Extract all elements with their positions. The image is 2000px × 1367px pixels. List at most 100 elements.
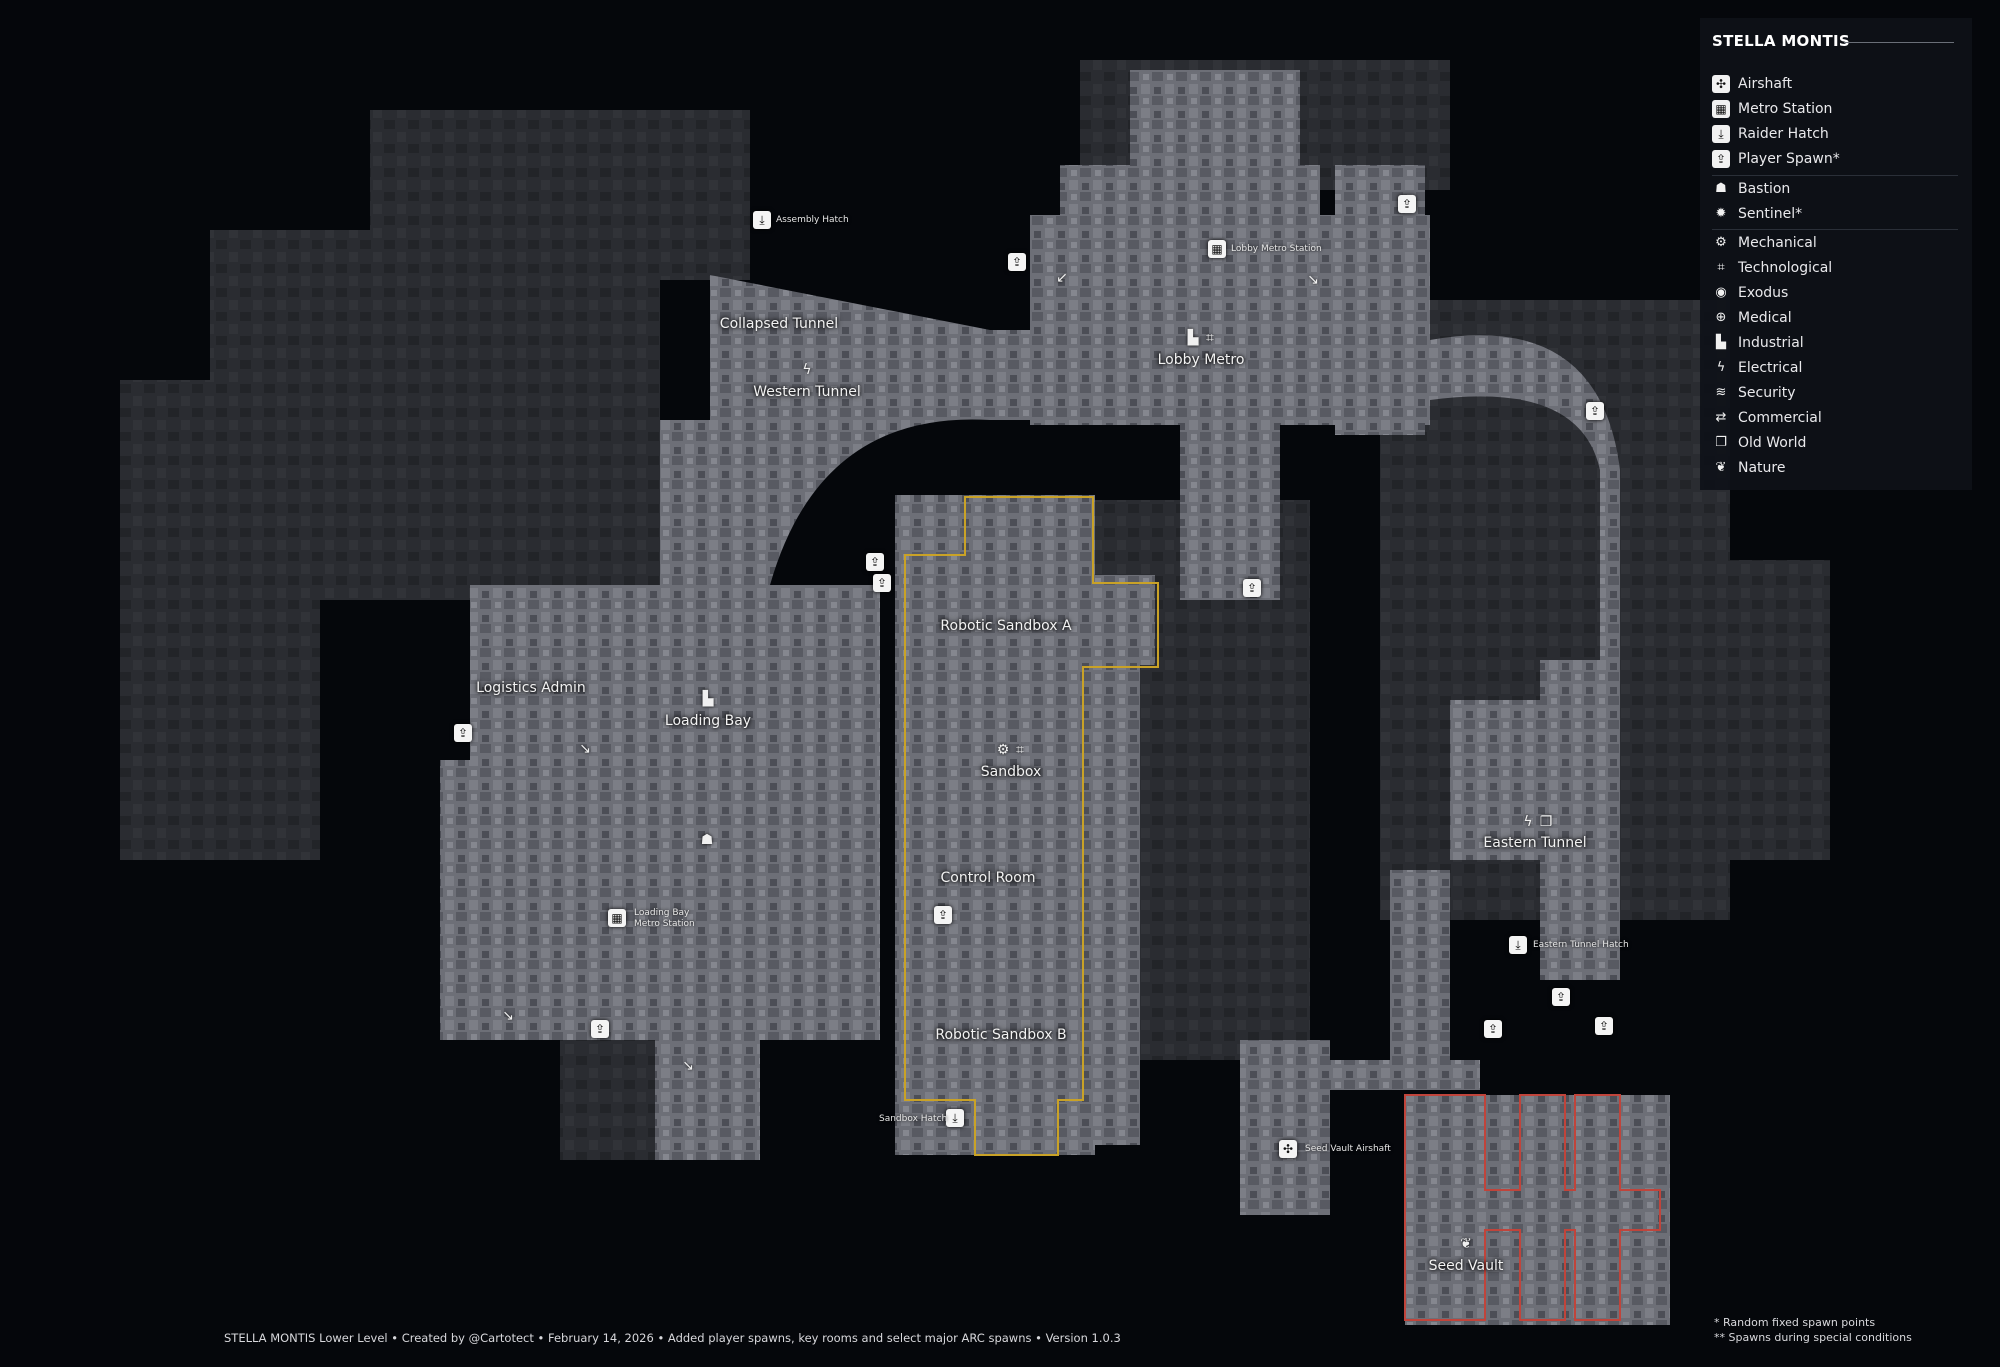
metro-station-icon[interactable]: ▦ bbox=[1208, 240, 1226, 258]
bastion-icon[interactable]: ☗ bbox=[700, 832, 714, 848]
old-world-icon: ❐ bbox=[1715, 435, 1727, 450]
legend-label: Sentinel* bbox=[1738, 206, 1803, 222]
player-spawn-icon: ⇪ bbox=[1712, 150, 1730, 168]
area-label-control-room: Control Room bbox=[940, 870, 1036, 886]
electrical-icon[interactable]: ϟ bbox=[1523, 814, 1533, 830]
exodus-icon: ◉ bbox=[1715, 285, 1727, 300]
legend-item-nature[interactable]: ❦ Nature bbox=[1712, 457, 1786, 479]
mechanical-icon: ⚙ bbox=[1715, 235, 1727, 250]
airshaft-icon[interactable]: ✣ bbox=[1279, 1140, 1297, 1158]
area-label-lobby-metro: Lobby Metro bbox=[1157, 352, 1245, 368]
note-special-spawns: ** Spawns during special conditions bbox=[1714, 1331, 1912, 1344]
industrial-icon: ▙ bbox=[1716, 335, 1726, 350]
player-spawn-icon[interactable]: ⇪ bbox=[1595, 1017, 1613, 1035]
industrial-icon[interactable]: ▙ bbox=[1187, 330, 1199, 346]
legend-divider bbox=[1844, 42, 1954, 43]
area-label-seed-vault: Seed Vault bbox=[1428, 1258, 1504, 1274]
old-world-icon[interactable]: ❐ bbox=[1539, 814, 1553, 830]
sandbox-hatch-label: Sandbox Hatch bbox=[879, 1114, 948, 1124]
legend-label: Technological bbox=[1738, 260, 1833, 276]
area-label-logistics-admin: Logistics Admin bbox=[476, 680, 586, 696]
player-spawn-icon[interactable]: ⇪ bbox=[591, 1020, 609, 1038]
player-spawn-icon[interactable]: ⇪ bbox=[934, 906, 952, 924]
bastion-icon: ☗ bbox=[1715, 181, 1727, 196]
technological-icon: ⌗ bbox=[1717, 260, 1725, 275]
player-spawn-icon[interactable]: ⇪ bbox=[1552, 988, 1570, 1006]
legend-separator bbox=[1712, 175, 1958, 176]
player-spawn-icon[interactable]: ⇪ bbox=[1243, 579, 1261, 597]
loading-bay-metro-label-line2: Metro Station bbox=[634, 919, 695, 929]
legend-item-sentinel[interactable]: ✹ Sentinel* bbox=[1712, 203, 1803, 225]
arrow-icon: ↙ bbox=[1056, 270, 1068, 286]
assembly-hatch-label: Assembly Hatch bbox=[776, 215, 849, 225]
area-label-sandbox: Sandbox bbox=[980, 764, 1042, 780]
legend-label: Medical bbox=[1738, 310, 1792, 326]
arrow-icon: ↘ bbox=[579, 741, 591, 757]
electrical-icon[interactable]: ϟ bbox=[802, 362, 812, 378]
player-spawn-icon[interactable]: ⇪ bbox=[1008, 253, 1026, 271]
map-structures bbox=[440, 70, 1670, 1325]
eastern-tunnel-hatch-label: Eastern Tunnel Hatch bbox=[1533, 940, 1629, 950]
legend-item-mechanical[interactable]: ⚙Mechanical bbox=[1712, 232, 1817, 254]
legend-label: Commercial bbox=[1738, 410, 1822, 426]
nature-icon: ❦ bbox=[1715, 460, 1727, 475]
left-shadow bbox=[0, 0, 120, 1367]
legend-item-exodus[interactable]: ◉ Exodus bbox=[1712, 282, 1788, 304]
raider-hatch-icon[interactable]: ⤓ bbox=[1509, 936, 1527, 954]
area-label-collapsed-tunnel: Collapsed Tunnel bbox=[719, 316, 839, 332]
technological-icon[interactable]: ⌗ bbox=[1016, 742, 1024, 758]
legend-item-metro-station[interactable]: ▦Metro Station bbox=[1712, 98, 1832, 120]
legend-item-player-spawn[interactable]: ⇪ Player Spawn* bbox=[1712, 148, 1840, 170]
player-spawn-icon[interactable]: ⇪ bbox=[866, 553, 884, 571]
legend-item-old-world[interactable]: ❐Old World bbox=[1712, 432, 1806, 454]
legend-label: Security bbox=[1738, 385, 1796, 401]
industrial-icon[interactable]: ▙ bbox=[702, 691, 714, 707]
player-spawn-icon[interactable]: ⇪ bbox=[1586, 402, 1604, 420]
raider-hatch-icon[interactable]: ⤓ bbox=[946, 1109, 964, 1127]
legend-label: Nature bbox=[1738, 460, 1786, 476]
legend-item-airshaft[interactable]: ✣ Airshaft bbox=[1712, 73, 1792, 95]
legend-label: Exodus bbox=[1738, 285, 1789, 301]
raider-hatch-icon[interactable]: ⤓ bbox=[753, 211, 771, 229]
commercial-icon: ⇄ bbox=[1715, 410, 1727, 425]
nature-icon[interactable]: ❦ bbox=[1460, 1236, 1472, 1252]
player-spawn-icon[interactable]: ⇪ bbox=[1398, 195, 1416, 213]
legend-label: Electrical bbox=[1738, 360, 1803, 376]
legend-item-commercial[interactable]: ⇄ Commercial bbox=[1712, 407, 1822, 429]
legend-item-electrical[interactable]: ϟ Electrical bbox=[1712, 357, 1803, 379]
legend-title: STELLA MONTIS bbox=[1712, 32, 1850, 50]
lobby-metro-station-label: Lobby Metro Station bbox=[1231, 244, 1322, 254]
note-random-spawns: * Random fixed spawn points bbox=[1714, 1316, 1876, 1329]
metro-station-icon[interactable]: ▦ bbox=[608, 909, 626, 927]
area-label-robotic-sandbox-b: Robotic Sandbox B bbox=[935, 1027, 1067, 1043]
airshaft-icon: ✣ bbox=[1712, 75, 1730, 93]
area-label-loading-bay: Loading Bay bbox=[664, 713, 752, 729]
legend-item-security[interactable]: ≋ Security bbox=[1712, 382, 1796, 404]
legend-item-bastion[interactable]: ☗Bastion bbox=[1712, 178, 1790, 200]
legend-item-technological[interactable]: ⌗ Technological bbox=[1712, 257, 1832, 279]
legend-label: Airshaft bbox=[1738, 76, 1793, 92]
player-spawn-icon[interactable]: ⇪ bbox=[873, 574, 891, 592]
area-label-robotic-sandbox-a: Robotic Sandbox A bbox=[940, 618, 1072, 634]
legend-item-industrial[interactable]: ▙Industrial bbox=[1712, 332, 1804, 354]
player-spawn-icon[interactable]: ⇪ bbox=[1484, 1020, 1502, 1038]
player-spawn-icon[interactable]: ⇪ bbox=[454, 724, 472, 742]
security-icon: ≋ bbox=[1715, 385, 1727, 400]
legend-label: Player Spawn* bbox=[1738, 151, 1840, 167]
legend-item-medical[interactable]: ⊕ Medical bbox=[1712, 307, 1792, 329]
arrow-icon: ↘ bbox=[1307, 272, 1319, 288]
legend-item-raider-hatch[interactable]: ⤓Raider Hatch bbox=[1712, 123, 1829, 145]
legend-label: Raider Hatch bbox=[1738, 126, 1829, 142]
area-label-eastern-tunnel: Eastern Tunnel bbox=[1483, 835, 1587, 851]
medical-icon: ⊕ bbox=[1715, 310, 1727, 325]
technological-icon[interactable]: ⌗ bbox=[1206, 330, 1214, 346]
arrow-icon: ↘ bbox=[502, 1008, 514, 1024]
seed-vault-airshaft-label: Seed Vault Airshaft bbox=[1305, 1144, 1391, 1154]
area-label-western-tunnel: Western Tunnel bbox=[753, 384, 861, 400]
mechanical-icon[interactable]: ⚙ bbox=[996, 742, 1010, 758]
arrow-icon: ↘ bbox=[682, 1058, 694, 1074]
sentinel-icon: ✹ bbox=[1715, 206, 1727, 221]
map-footer-credits: STELLA MONTIS Lower Level • Created by @… bbox=[224, 1331, 1121, 1345]
electrical-icon: ϟ bbox=[1716, 360, 1726, 375]
